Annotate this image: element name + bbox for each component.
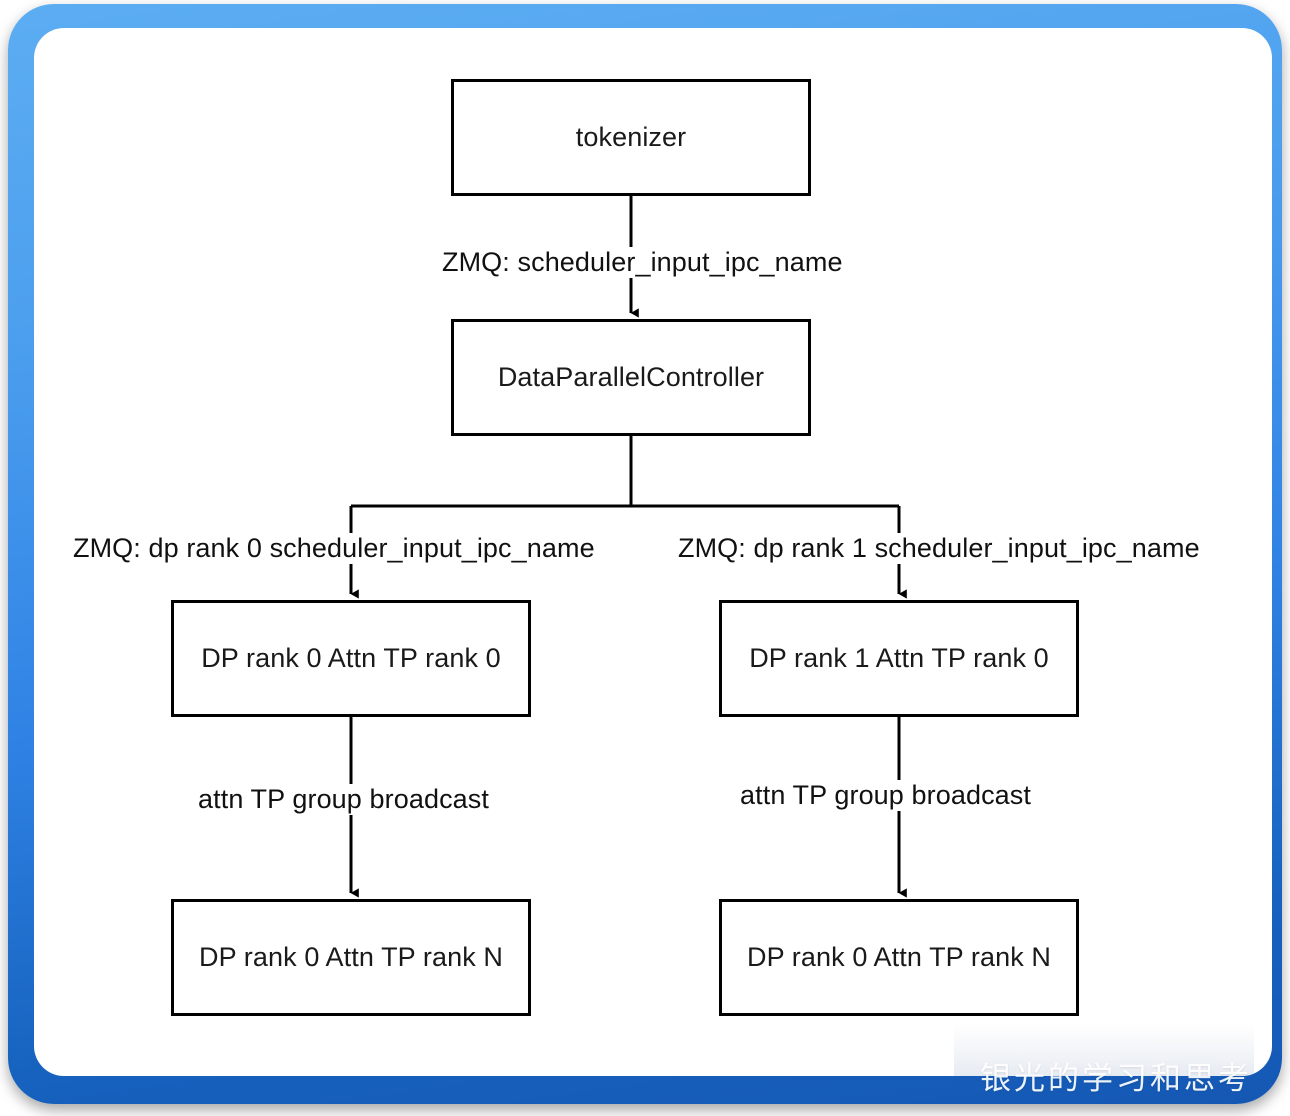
edge-label-attn-tp-group-broadcast-left: attn TP group broadcast: [195, 784, 492, 815]
node-dp-rank-0-attn-tp-rank-0[interactable]: DP rank 0 Attn TP rank 0: [171, 600, 531, 717]
edge-label-zmq-scheduler-input-ipc-name: ZMQ: scheduler_input_ipc_name: [439, 247, 846, 278]
node-data-parallel-controller[interactable]: DataParallelController: [451, 319, 811, 436]
node-data-parallel-controller-label: DataParallelController: [497, 362, 765, 393]
watermark-text: 银光的学习和思考: [980, 1061, 1252, 1097]
edge-label-attn-tp-group-broadcast-right: attn TP group broadcast: [737, 780, 1034, 811]
edge-label-zmq-dp-rank-1: ZMQ: dp rank 1 scheduler_input_ipc_name: [675, 533, 1203, 564]
node-tokenizer[interactable]: tokenizer: [451, 79, 811, 196]
node-dp-rank-0-attn-tp-rank-n-right-label: DP rank 0 Attn TP rank N: [746, 942, 1052, 973]
node-dp-rank-0-attn-tp-rank-0-label: DP rank 0 Attn TP rank 0: [201, 643, 501, 674]
node-dp-rank-0-attn-tp-rank-n-left-label: DP rank 0 Attn TP rank N: [198, 942, 504, 973]
node-dp-rank-0-attn-tp-rank-n-left[interactable]: DP rank 0 Attn TP rank N: [171, 899, 531, 1016]
edge-label-zmq-dp-rank-0: ZMQ: dp rank 0 scheduler_input_ipc_name: [70, 533, 598, 564]
outer-blue-frame: tokenizer DataParallelController DP rank…: [8, 4, 1282, 1104]
flowchart: tokenizer DataParallelController DP rank…: [34, 28, 1272, 1076]
node-dp-rank-1-attn-tp-rank-0-label: DP rank 1 Attn TP rank 0: [749, 643, 1049, 674]
diagram-canvas: tokenizer DataParallelController DP rank…: [34, 28, 1272, 1076]
node-dp-rank-1-attn-tp-rank-0[interactable]: DP rank 1 Attn TP rank 0: [719, 600, 1079, 717]
node-dp-rank-0-attn-tp-rank-n-right[interactable]: DP rank 0 Attn TP rank N: [719, 899, 1079, 1016]
node-tokenizer-label: tokenizer: [575, 122, 687, 153]
